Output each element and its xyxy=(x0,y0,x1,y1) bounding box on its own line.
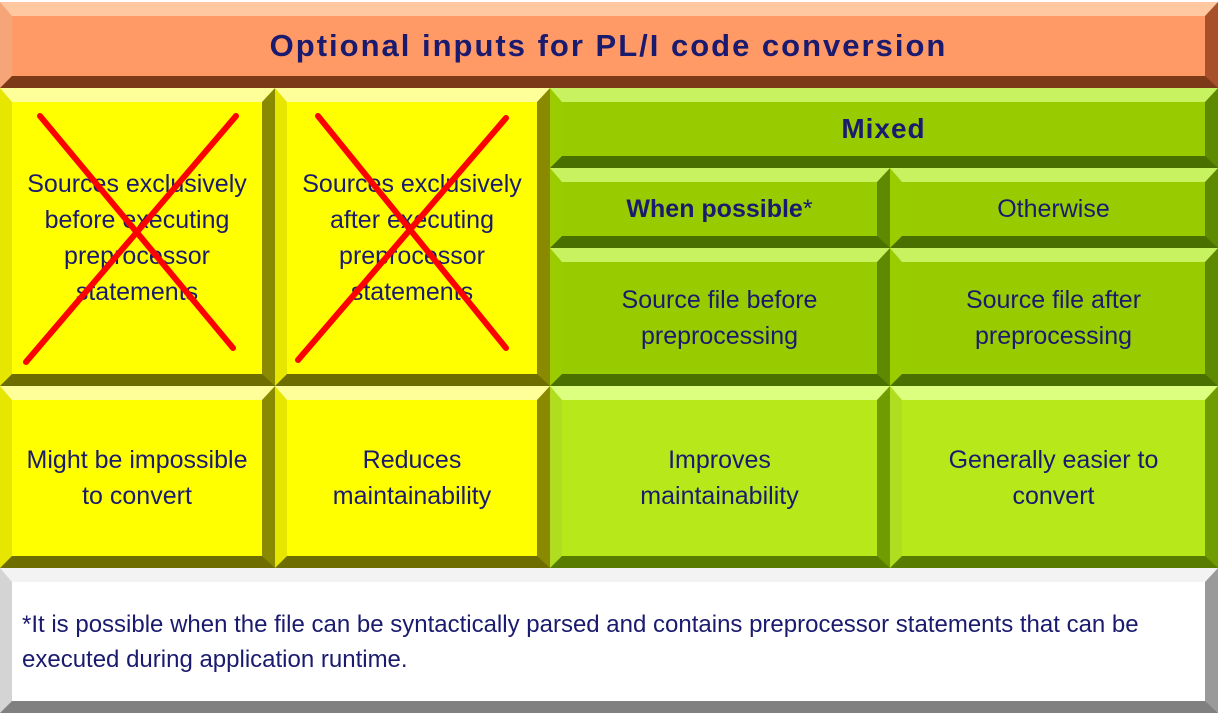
consequence-before-text: Might be impossible to convert xyxy=(26,446,248,510)
option-before-label: Sources exclusively before executing pre… xyxy=(27,170,247,306)
option-after-label: Sources exclusively after executing prep… xyxy=(302,170,522,306)
footnote-text: *It is possible when the file can be syn… xyxy=(22,610,1139,673)
mixed-header-label: Mixed xyxy=(841,113,926,144)
option-after-preprocessing: Sources exclusively after executing prep… xyxy=(275,88,550,386)
option-before-preprocessing: Sources exclusively before executing pre… xyxy=(0,88,275,386)
source-after-cell: Source file after preprocessing xyxy=(890,248,1218,386)
source-after-text: Source file after preprocessing xyxy=(965,286,1142,350)
footnote-box: *It is possible when the file can be syn… xyxy=(0,568,1218,713)
title-bar: Optional inputs for PL/I code conversion xyxy=(0,2,1218,88)
consequence-before: Might be impossible to convert xyxy=(0,386,275,568)
source-before-text: Source file before preprocessing xyxy=(621,286,818,350)
consequence-after: Reduces maintainability xyxy=(275,386,550,568)
consequence-when-possible: Improves maintainability xyxy=(550,386,890,568)
consequence-when-possible-text: Improves maintainability xyxy=(640,446,799,510)
consequence-after-text: Reduces maintainability xyxy=(332,446,492,510)
page-title: Optional inputs for PL/I code conversion xyxy=(269,28,948,63)
otherwise-label: Otherwise xyxy=(997,195,1110,223)
source-before-cell: Source file before preprocessing xyxy=(550,248,890,386)
consequence-otherwise-text: Generally easier to convert xyxy=(948,446,1159,510)
footnote-marker: * xyxy=(802,195,813,223)
mixed-when-possible: When possible* xyxy=(550,168,890,248)
when-possible-heading: When possible* xyxy=(562,182,877,236)
mixed-otherwise: Otherwise xyxy=(890,168,1218,248)
consequence-otherwise: Generally easier to convert xyxy=(890,386,1218,568)
when-possible-label: When possible xyxy=(626,195,803,223)
mixed-header: Mixed xyxy=(550,88,1218,168)
